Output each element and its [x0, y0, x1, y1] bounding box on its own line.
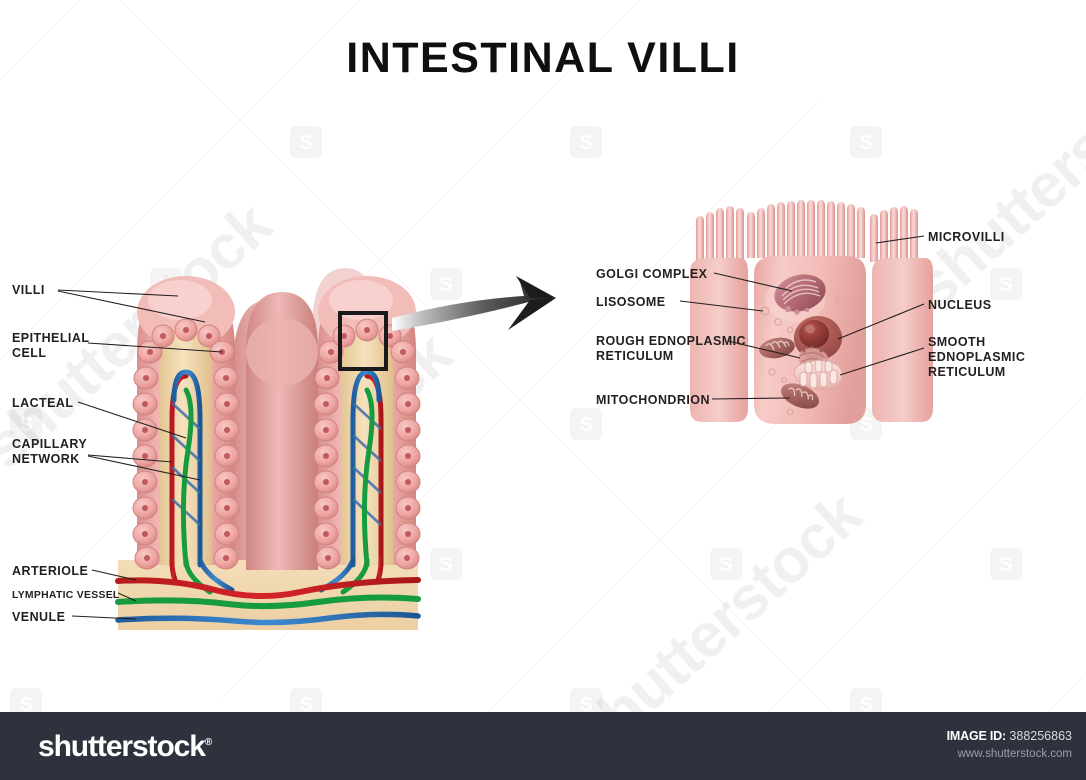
label-venule: VENULE: [12, 610, 66, 624]
shutterstock-logo: shutterstock®: [38, 730, 212, 764]
villus-1-vessels: [169, 369, 203, 568]
label-lymphatic-vessel: LYMPHATIC VESSEL: [12, 590, 120, 601]
microvilli-group: [696, 200, 918, 262]
nucleus-organelle: [794, 316, 842, 360]
mitochondrion-organelle-1: [759, 337, 795, 359]
label-epithelial-cell: EPITHELIAL CELL: [12, 331, 90, 360]
label-smooth-endoplasmic-reticulum: SMOOTH EDNOPLASMIC RETICULUM: [928, 335, 1026, 379]
label-microvilli: MICROVILLI: [928, 230, 1005, 244]
zoom-region-box: [338, 311, 388, 371]
label-capillary-network: CAPILLARY NETWORK: [12, 437, 88, 466]
shutterstock-logo-text: shutterstock: [38, 730, 206, 763]
label-arteriole: ARTERIOLE: [12, 564, 89, 578]
epithelial-cell-left-partial: [690, 258, 748, 422]
epithelial-cells-villus-1: [132, 318, 240, 570]
label-lacteal: LACTEAL: [12, 396, 74, 410]
mitochondrion-organelle-2: [781, 383, 819, 409]
epithelial-cell-right-partial: [872, 258, 933, 422]
villus-2: [313, 276, 421, 570]
magnify-arrow: [392, 276, 556, 331]
label-villi: VILLI: [12, 283, 45, 297]
page-title: INTESTINAL VILLI: [346, 34, 740, 82]
golgi-complex-organelle: [774, 274, 826, 315]
epithelial-cell-detail: [690, 200, 933, 424]
label-rough-endoplasmic-reticulum: ROUGH EDNOPLASMIC RETICULUM: [596, 334, 747, 363]
image-id-label: IMAGE ID:: [946, 729, 1007, 743]
epithelial-cells-villus-2: [313, 318, 421, 570]
label-lisosome: LISOSOME: [596, 295, 666, 309]
villi-cross-section: [115, 268, 421, 630]
villus-2-vessels: [350, 369, 384, 568]
footer-bar: shutterstock® IMAGE ID: 388256863 www.sh…: [0, 712, 1086, 780]
label-mitochondrion: MITOCHONDRION: [596, 393, 710, 407]
image-id: IMAGE ID: 388256863: [947, 729, 1072, 743]
leader-lines: [57, 235, 925, 620]
smooth-endoplasmic-reticulum-organelle: [793, 359, 843, 390]
label-golgi-complex: GOLGI COMPLEX: [596, 267, 708, 281]
registered-mark-icon: ®: [204, 737, 213, 748]
label-nucleus: NUCLEUS: [928, 298, 992, 312]
footer-url: www.shutterstock.com: [957, 748, 1072, 760]
footer-meta: IMAGE ID: 388256863 www.shutterstock.com: [947, 729, 1072, 760]
image-id-value: 388256863: [1009, 729, 1072, 743]
villus-1: [132, 276, 240, 570]
lisosome-vesicles: [760, 296, 857, 416]
base-vessel-network: [115, 557, 421, 626]
